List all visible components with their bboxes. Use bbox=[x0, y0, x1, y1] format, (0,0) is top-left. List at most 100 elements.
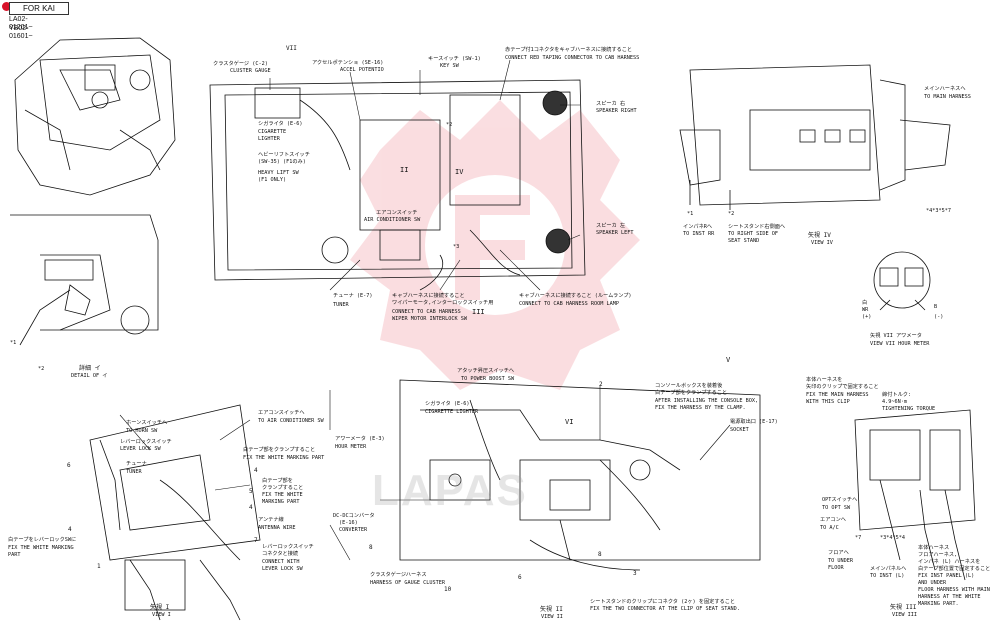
label-wiper-jp1: キャブハーネスに接続すること bbox=[392, 293, 465, 299]
label-marks-right: *4*3*5*7 bbox=[926, 208, 951, 214]
view-i-drawing bbox=[89, 404, 261, 621]
label-main-harness-jp: メインハーネスへ bbox=[924, 86, 966, 92]
label-white-fix-en1: FIX THE WHITE bbox=[262, 492, 303, 498]
label-num-6: 6 bbox=[67, 462, 71, 469]
label-speaker-l-jp: スピーカ 左 bbox=[596, 223, 626, 229]
label-num-8b: 8 bbox=[598, 551, 602, 558]
label-white-lever-en1: FIX THE WHITE MARKING bbox=[8, 545, 74, 551]
label-main-harness-fix-jp4: 白テープ部位置で固定すること bbox=[918, 566, 991, 572]
label-detail-i-jp: 詳細 イ bbox=[79, 365, 101, 372]
label-main-harness-fix-jp2: フロアハーネス, bbox=[918, 552, 958, 558]
label-horn-en: TO HORN SW bbox=[126, 428, 158, 434]
label-iii-mark: III bbox=[472, 308, 485, 316]
label-white-lever-jp: 白テープをレバーロックSWに bbox=[8, 537, 77, 543]
label-main-harness-fix-en5: MARKING PART. bbox=[918, 601, 959, 607]
label-tuner-jp: チューナ (E-7) bbox=[333, 293, 373, 299]
label-seat-stand-jp: シートスタンド右側面へ bbox=[728, 224, 786, 230]
label-console-jp2: 白テープ部をクランプすること bbox=[655, 390, 728, 396]
label-cluster-gauge-jp: クラスタゲージ (C-2) bbox=[213, 61, 268, 67]
label-lever-conn-jp2: コネクタと接続 bbox=[262, 551, 299, 557]
label-ac-to-jp: エアコンへ bbox=[820, 517, 846, 523]
label-marks-bottom: *3*4*5*4 bbox=[880, 535, 905, 541]
label-heavy-jp2: (SW-35) (F1のみ) bbox=[258, 159, 306, 165]
label-hour-meter-view-jp: 矢視 VII アワメータ bbox=[870, 333, 922, 339]
label-mark-1-r: *1 bbox=[687, 211, 694, 217]
label-cluster-gauge-en: CLUSTER GAUGE bbox=[230, 68, 271, 74]
label-room-en: CONNECT TO CAB HARNESS ROOM LAMP bbox=[519, 301, 619, 307]
label-antenna-en: ANTENNA WIRE bbox=[258, 525, 296, 531]
label-num-6b: 6 bbox=[518, 574, 522, 581]
label-torque-en: TIGHTENING TORQUE bbox=[882, 406, 936, 412]
label-antenna-jp: アンテナ線 bbox=[258, 517, 284, 523]
label-gauge-harness-jp: クラスタゲージハーネス bbox=[370, 572, 427, 578]
label-white-fix-jp: 白テープ部を bbox=[262, 478, 293, 484]
label-vii-top: VII bbox=[286, 45, 297, 52]
label-lever-lock-jp: レバーロックスイッチ bbox=[120, 439, 172, 445]
label-room-jp: キャブハーネスに接続すること (ルームランプ) bbox=[519, 293, 632, 299]
label-speaker-r-jp: スピーカ 右 bbox=[596, 101, 626, 107]
label-main-harness-fix-en3: FLOOR HARNESS WITH MAIN bbox=[918, 587, 990, 593]
cab-plan-view bbox=[209, 79, 586, 291]
label-num-5: 5 bbox=[249, 488, 253, 495]
label-view-ii-jp: 矢視 II bbox=[540, 606, 563, 613]
label-dcdc-jp: DC-DCコンバータ bbox=[333, 513, 375, 519]
label-mark-7: *7 bbox=[855, 535, 862, 541]
hour-meter-drawing bbox=[873, 251, 931, 311]
label-tuner2-en: TUNER bbox=[126, 469, 142, 475]
label-inst-l-jp: メインパネルへ bbox=[870, 566, 907, 572]
label-view-i-en: VIEW I bbox=[152, 612, 171, 618]
label-wiper-en1: CONNECT TO CAB HARNESS bbox=[392, 309, 461, 315]
view-iv-drawing bbox=[679, 64, 951, 210]
label-num-10: 10 bbox=[444, 586, 452, 593]
label-lever-conn-en1: CONNECT WITH bbox=[262, 559, 300, 565]
label-view-ii-en: VIEW II bbox=[541, 614, 563, 620]
label-main-harness-fix-jp1: 本体ハーネス bbox=[918, 545, 950, 551]
label-seat-clip-en: FIX THE TWO CONNECTOR AT THE CLIP OF SEA… bbox=[590, 606, 740, 612]
label-num-1: 1 bbox=[97, 563, 101, 570]
label-white-fix-jp2: クランプすること bbox=[262, 485, 304, 491]
serial-1: LA02-01201~ bbox=[9, 16, 33, 31]
label-white-lever-en2: PART bbox=[8, 552, 21, 558]
label-inst-l-en: TO INST (L) bbox=[870, 573, 905, 579]
label-opt-sw-jp: OPTスイッチへ bbox=[822, 497, 858, 503]
label-num-4a: 4 bbox=[254, 467, 258, 474]
label-red-tape-jp: 赤テープ付1コネクタをキャブハーネスに接続すること bbox=[505, 47, 633, 53]
label-cig-top-en1: CIGARETTE bbox=[258, 129, 287, 135]
label-horn-jp: ホーンスイッチへ bbox=[126, 420, 168, 426]
label-white-clamp-en: FIX THE WHITE MARKING PART bbox=[243, 455, 325, 461]
label-console-en2: FIX THE HARNESS BY THE CLAMP. bbox=[655, 405, 746, 411]
label-accel-jp: アクセルポテンショ (SE-16) bbox=[312, 60, 384, 66]
label-seat-stand-en2: SEAT STAND bbox=[728, 238, 760, 244]
label-minus: (-) bbox=[934, 314, 944, 320]
label-view-iii-en: VIEW III bbox=[892, 612, 917, 618]
label-hour-meter-en: HOUR METER bbox=[335, 444, 367, 450]
label-power-boost-en: TO POWER BOOST SW bbox=[461, 376, 515, 382]
label-heavy-en2: (F1 ONLY) bbox=[258, 177, 287, 183]
label-vi-mark: VI bbox=[565, 418, 574, 426]
label-gauge-harness-en: HARNESS OF GAUGE CLUSTER bbox=[370, 580, 445, 586]
label-lever-lock-en: LEVER LOCK SW bbox=[120, 446, 161, 452]
label-num-2: 2 bbox=[599, 381, 603, 388]
label-wr: 白 bbox=[862, 300, 868, 306]
label-ac-sw-en: AIR CONDITIONER SW bbox=[364, 217, 421, 223]
label-num-3: 3 bbox=[633, 570, 637, 577]
label-wiper-jp2: ワイパーモータ,インターロックスイッチ用 bbox=[392, 300, 494, 306]
machine-perspective-drawing bbox=[14, 37, 176, 196]
label-floor-jp: フロアへ bbox=[828, 550, 849, 556]
label-b: B bbox=[934, 304, 938, 310]
label-detail-i-en: DETAIL OF イ bbox=[71, 373, 108, 379]
badge-dot-icon bbox=[2, 2, 11, 11]
label-white-clamp-jp: 白テープ部をクランプすること bbox=[243, 447, 316, 453]
label-mark-2-top: *2 bbox=[446, 122, 453, 128]
label-cig-top-jp: シガライタ (E-6) bbox=[258, 121, 303, 127]
label-num-4c: 4 bbox=[68, 526, 72, 533]
label-seat-clip-jp: シートスタンドのクリップにコネクタ (2ヶ) を固定すること bbox=[590, 599, 736, 605]
label-lever-conn-en2: LEVER LOCK SW bbox=[262, 566, 303, 572]
label-mark-2-l: *2 bbox=[38, 366, 45, 372]
label-inst-panel-jp: インパネRへ bbox=[683, 224, 713, 230]
label-heavy-en1: HEAVY LIFT SW bbox=[258, 170, 299, 176]
label-v-mark: V bbox=[726, 356, 731, 364]
label-main-harness-fix-en4: HARNESS AT THE WHITE bbox=[918, 594, 981, 600]
label-red-tape-en: CONNECT RED TAPING CONNECTOR TO CAB HARN… bbox=[505, 55, 640, 61]
